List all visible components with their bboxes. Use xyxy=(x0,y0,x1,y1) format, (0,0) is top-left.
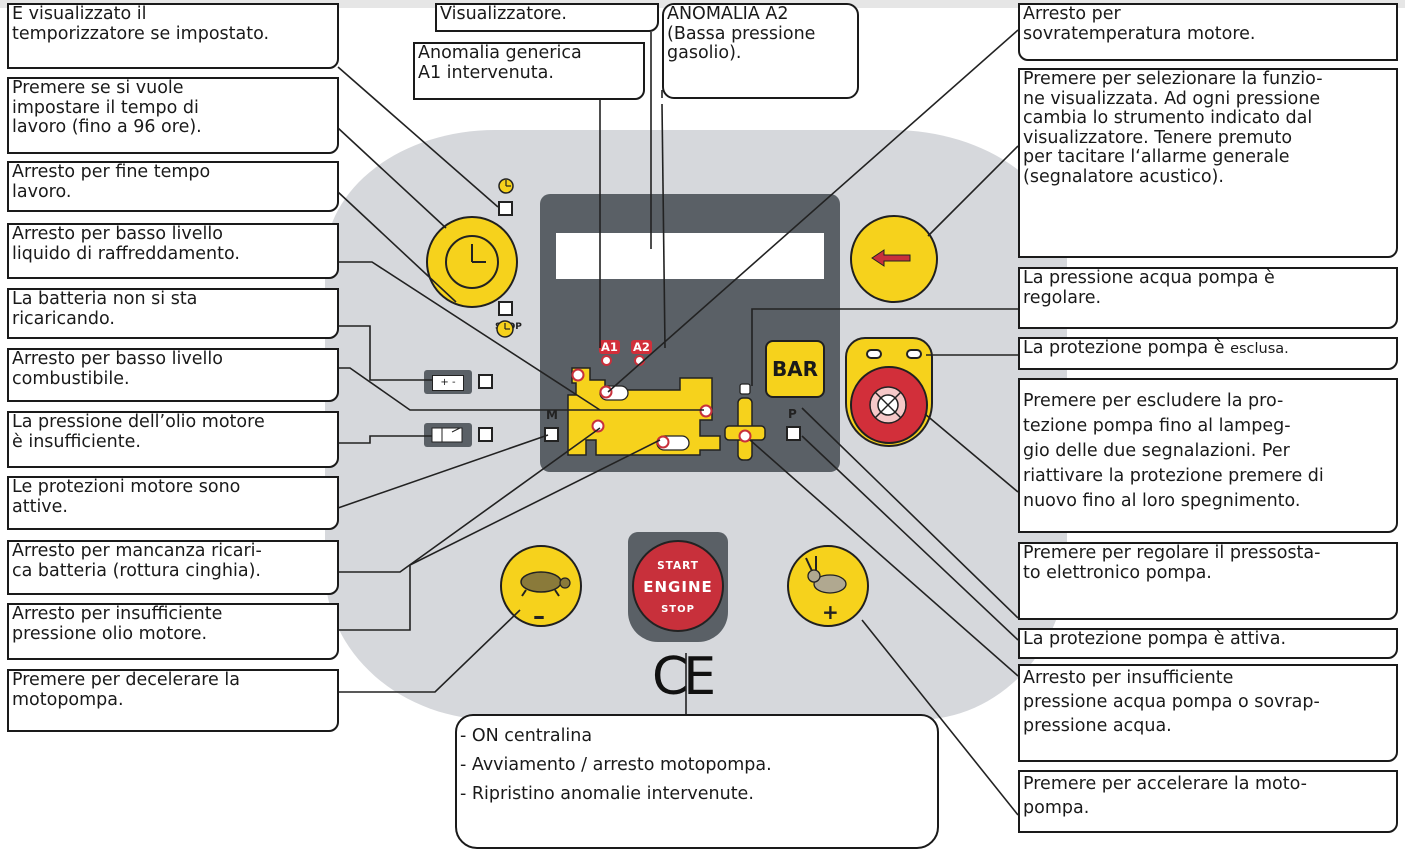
battery-indicator xyxy=(478,374,493,389)
stop-label: STOP xyxy=(661,604,695,615)
pump-motor-icon xyxy=(869,386,907,424)
callout-stop-water-pressure: Arresto per insufficiente pressione acqu… xyxy=(1018,664,1398,762)
start-engine-stop-button[interactable]: START ENGINE STOP xyxy=(632,540,724,632)
callout-decelerate: Premere per decelerare la motopompa. xyxy=(7,669,339,732)
engine-icon xyxy=(567,367,721,456)
callout-exclude-protection: Premere per escludere la pro- tezione po… xyxy=(1018,378,1398,533)
callout-select-function: Premere per selezionare la funzio- ne vi… xyxy=(1018,68,1398,258)
end-time-indicator xyxy=(498,301,513,316)
small-clock-icon xyxy=(498,178,514,194)
a1-label: A1 xyxy=(599,340,620,354)
callout-anomaly-a1: Anomalia generica A1 intervenuta. xyxy=(413,42,645,100)
callout-stop-oil-pressure: Arresto per insufficiente pressione olio… xyxy=(7,603,339,660)
engine-label: ENGINE xyxy=(643,578,713,596)
callout-accelerate: Premere per accelerare la moto- pompa. xyxy=(1018,770,1398,833)
timer-button[interactable] xyxy=(426,216,518,308)
pump-protection-indicator xyxy=(786,426,801,441)
pump-excluded-text: La protezione pompa è xyxy=(1023,338,1231,358)
clock-icon xyxy=(445,235,499,289)
turtle-icon xyxy=(520,571,571,597)
callout-battery-not-charging: La batteria non si sta ricaricando. xyxy=(7,288,339,339)
callout-adjust-pressure-switch: Premere per regolare il pressosta- to el… xyxy=(1018,542,1398,620)
callout-motor-protection-active: Le protezioni motore sono attive. xyxy=(7,476,339,530)
battery-symbol: + - xyxy=(432,375,464,391)
pump-excluded-word: esclusa. xyxy=(1230,341,1289,357)
arrow-left-icon xyxy=(871,249,911,267)
motor-protection-indicator xyxy=(544,427,559,442)
pump-led-left xyxy=(866,349,882,359)
red-led-markers xyxy=(571,368,752,449)
callout-stop-fuel: Arresto per basso livello combustibile. xyxy=(7,348,339,402)
start-label: START xyxy=(657,560,699,572)
minus-sign: – xyxy=(533,602,545,630)
callout-start-stop-notes: - ON centralina - Avviamento / arresto m… xyxy=(455,714,939,849)
fuel-icon xyxy=(431,427,463,443)
m-tag: M xyxy=(546,408,558,422)
pump-led-right xyxy=(906,349,922,359)
callout-pump-protection-active: La protezione pompa è attiva. xyxy=(1018,628,1398,659)
callout-overtemp: Arresto per sovratemperatura motore. xyxy=(1018,3,1398,61)
rabbit-icon xyxy=(805,556,847,594)
stop-clock-icon xyxy=(496,320,514,338)
callout-stop-coolant: Arresto per basso livello liquido di raf… xyxy=(7,223,339,279)
timer-indicator xyxy=(498,201,513,216)
plus-sign: + xyxy=(822,600,839,624)
callout-water-pressure-ok: La pressione acqua pompa è regolare. xyxy=(1018,267,1398,329)
callout-pump-protection-excluded: La protezione pompa è esclusa. xyxy=(1018,337,1398,370)
callout-display: Visualizzatore. xyxy=(435,3,659,32)
callout-oil-pressure-low: La pressione dell’olio motore è insuffic… xyxy=(7,411,339,468)
fuel-indicator xyxy=(478,427,493,442)
callout-timer-shown: È visualizzato il temporizzatore se impo… xyxy=(7,3,339,69)
p-tag: P xyxy=(788,407,797,421)
leader-lines xyxy=(337,29,1019,816)
bar-button[interactable]: BAR xyxy=(765,340,825,398)
callout-stop-belt: Arresto per mancanza ricari- ca batteria… xyxy=(7,540,339,595)
callout-stop-end-time: Arresto per fine tempo lavoro. xyxy=(7,161,339,212)
a2-label: A2 xyxy=(631,340,652,354)
a1-led xyxy=(601,355,612,366)
callout-set-work-time: Premere se si vuole impostare il tempo d… xyxy=(7,77,339,154)
callout-anomaly-a2: ANOMALIA A2 (Bassa pressione gasolio). xyxy=(662,3,859,99)
ce-mark: CE xyxy=(652,647,716,707)
